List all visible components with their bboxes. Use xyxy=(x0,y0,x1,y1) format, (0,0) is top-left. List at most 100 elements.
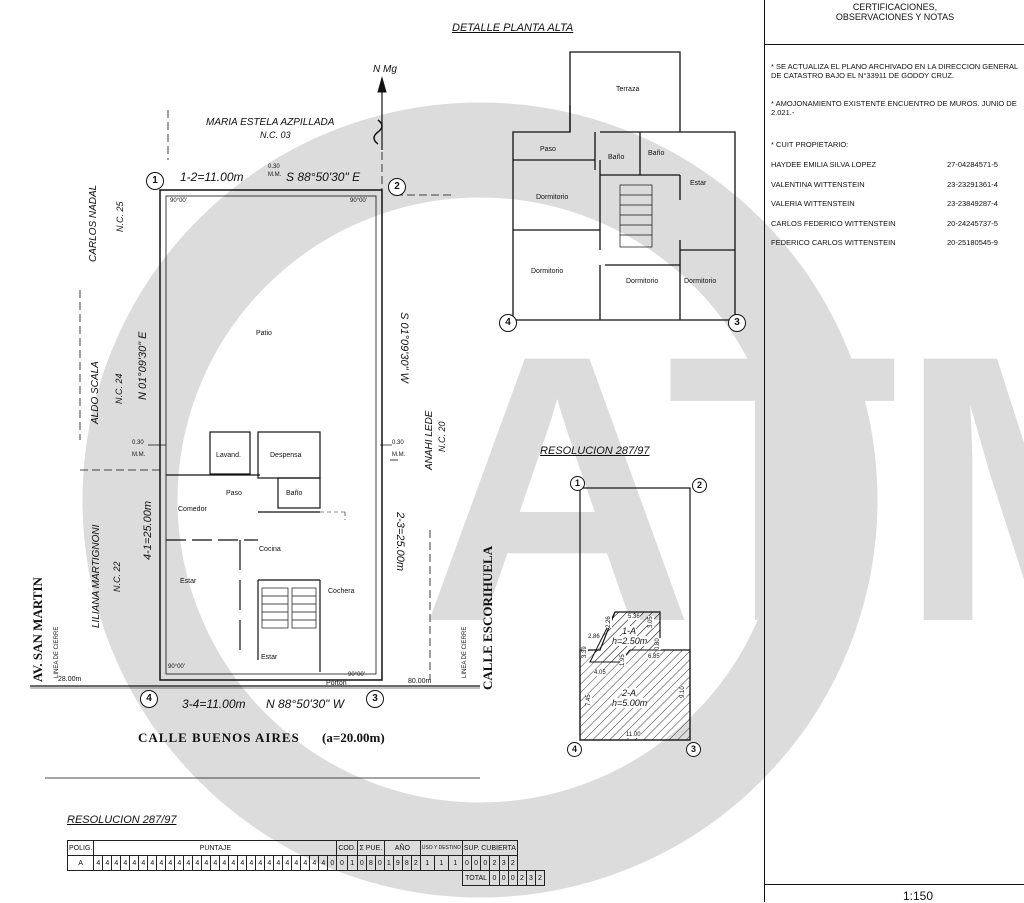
linea-cierre-east: LINEA DE CIERRE xyxy=(462,626,468,678)
dim-0: 5.36 xyxy=(628,614,640,620)
detalle-bano-2: Baño xyxy=(648,150,665,157)
dim-1: 2.26 xyxy=(606,616,612,628)
cell-puntaje-digit: 4 xyxy=(102,855,113,871)
detalle-estar: Estar xyxy=(690,180,707,187)
label-2a: 2-A xyxy=(622,688,637,698)
room-cocina: Cocina xyxy=(259,546,281,553)
detalle-terraza: Terraza xyxy=(616,86,640,93)
owner-cuit: 20-25180545-9 xyxy=(947,238,998,247)
bearing-2-3: S 01°09'30" W xyxy=(398,312,410,383)
owner-name: FEDERICO CARLOS WITTENSTEIN xyxy=(771,238,896,247)
header-sup: SUP. CUBIERTA xyxy=(461,840,518,856)
owner-cuit: 23-23849287-4 xyxy=(947,199,998,208)
room-paso: Paso xyxy=(226,490,242,497)
dim-10: 9.10 xyxy=(680,686,686,698)
dim-8: 4.05 xyxy=(594,670,606,676)
room-cochera: Cochera xyxy=(328,588,355,595)
total-spacer xyxy=(68,871,463,886)
cell-puntaje-digit: 4 xyxy=(93,855,104,871)
nc-west-mid: N.C. 24 xyxy=(114,373,124,404)
notes-panel: CERTIFICACIONES, OBSERVACIONES Y NOTAS *… xyxy=(764,0,1024,903)
scale-label: 1:150 xyxy=(903,889,934,903)
room-bano: Baño xyxy=(286,490,303,497)
street-width: (a=20.00m) xyxy=(322,730,385,745)
detalle-dorm-2: Dormitorio xyxy=(531,268,564,275)
main-plan xyxy=(30,51,736,779)
room-estar: Estar xyxy=(180,578,197,585)
cell-puntaje-digit: 4 xyxy=(192,855,203,871)
cell-puntaje-digit: 4 xyxy=(120,855,131,871)
owner-row: VALENTINA WITTENSTEIN 23-23291361-4 xyxy=(771,180,1019,189)
owner-name: VALERIA WITTENSTEIN xyxy=(771,199,855,208)
resolucion-table-title: RESOLUCION 287/97 xyxy=(67,814,177,826)
cell-puntaje-digit: 4 xyxy=(255,855,266,871)
room-patio: Patio xyxy=(256,330,272,337)
dim-9: 7.45 xyxy=(586,694,592,706)
table-header-row: POLIG. PUNTAJE COD. Σ PUE. AÑO USO Y DES… xyxy=(66,840,545,856)
detalle-paso: Paso xyxy=(540,146,556,153)
dim-4: 2.86 xyxy=(588,634,600,640)
cell-puntaje-digit: 4 xyxy=(228,855,239,871)
cell-puntaje-digit: 4 xyxy=(147,855,158,871)
neighbor-west-mid: ALDO SCALA xyxy=(90,361,101,424)
cell-sup-digit: 2 xyxy=(507,855,518,871)
cell-puntaje-digit: 4 xyxy=(291,855,302,871)
cell-puntaje-digit: 4 xyxy=(300,855,311,871)
cell-total-digit: 2 xyxy=(534,870,545,886)
cell-puntaje-digit: 4 xyxy=(282,855,293,871)
note-1: * SE ACTUALIZA EL PLANO ARCHIVADO EN LA … xyxy=(771,62,1018,80)
nc-north: N.C. 03 xyxy=(260,130,291,140)
detalle-bano-1: Baño xyxy=(608,154,625,161)
mm-small: 0.30 xyxy=(268,164,280,170)
cell-sup-digit: 3 xyxy=(498,855,509,871)
cell-sup-digit: 2 xyxy=(489,855,500,871)
linea-cierre-west: LINEA DE CIERRE xyxy=(54,626,60,678)
header-puntaje: PUNTAJE xyxy=(93,840,338,856)
cell-puntaje-digit: 4 xyxy=(201,855,212,871)
cell-sup-digit: 0 xyxy=(461,855,473,871)
cell-puntaje-digit: 0 xyxy=(327,855,338,871)
watermark-text: ATM xyxy=(420,276,1024,701)
cell-puntaje-digit: 4 xyxy=(165,855,176,871)
cell-total-digit: 0 xyxy=(507,870,518,886)
cell-cod-digit: 0 xyxy=(336,855,348,871)
side-1-2: 1-2=11.00m xyxy=(180,170,244,184)
owner-row: VALERIA WITTENSTEIN 23-23849287-4 xyxy=(771,199,1019,208)
h-2a: h=5.00m xyxy=(612,698,648,708)
cell-puntaje-digit: 4 xyxy=(273,855,284,871)
panel-bottom-line xyxy=(765,884,1024,885)
owner-row: HAYDEE EMILIA SILVA LOPEZ 27-04284571-5 xyxy=(771,160,1019,169)
dim-5: 3.39 xyxy=(582,646,588,658)
header-polig: POLIG. xyxy=(66,840,95,856)
dim-2: 3.05 xyxy=(648,616,654,628)
side-4-1: 4-1=25.00m xyxy=(142,500,154,560)
cell-anio-digit: 9 xyxy=(392,855,403,871)
cell-total-digit: 0 xyxy=(498,870,509,886)
nc-west-low: N.C. 22 xyxy=(112,561,122,592)
header-uso: USO Y DESTINO xyxy=(419,840,463,856)
bearing-4-1: N 01°09'30" E xyxy=(137,331,149,400)
neighbor-west-low: LILIANA MARTIGNONI xyxy=(91,524,102,628)
header-anio: AÑO xyxy=(383,840,421,856)
cell-polig: A xyxy=(66,855,95,871)
cell-puntaje-digit: 4 xyxy=(309,855,320,871)
room-estar-2: Estar xyxy=(261,654,278,661)
street-south: CALLE BUENOS AIRES xyxy=(138,730,300,745)
res-point-3: 3 xyxy=(686,742,701,757)
owner-cuit: 20-24245737-5 xyxy=(947,219,998,228)
cell-uso-digit: 1 xyxy=(419,855,435,871)
cell-puntaje-digit: 4 xyxy=(237,855,248,871)
owner-name: HAYDEE EMILIA SILVA LOPEZ xyxy=(771,160,877,169)
cell-sup-digit: 0 xyxy=(471,855,482,871)
mm-small-label: M.M. xyxy=(268,172,282,178)
res-point-4: 4 xyxy=(567,742,582,757)
bearing-3-4: N 88°50'30" W xyxy=(266,697,345,711)
panel-header: CERTIFICACIONES, OBSERVACIONES Y NOTAS xyxy=(765,0,1024,45)
cell-puntaje-digit: 4 xyxy=(264,855,275,871)
header-cod: COD. xyxy=(336,840,358,856)
cell-cod-digit: 1 xyxy=(346,855,358,871)
res-point-1: 1 xyxy=(570,476,585,491)
cell-puntaje-digit: 4 xyxy=(183,855,194,871)
